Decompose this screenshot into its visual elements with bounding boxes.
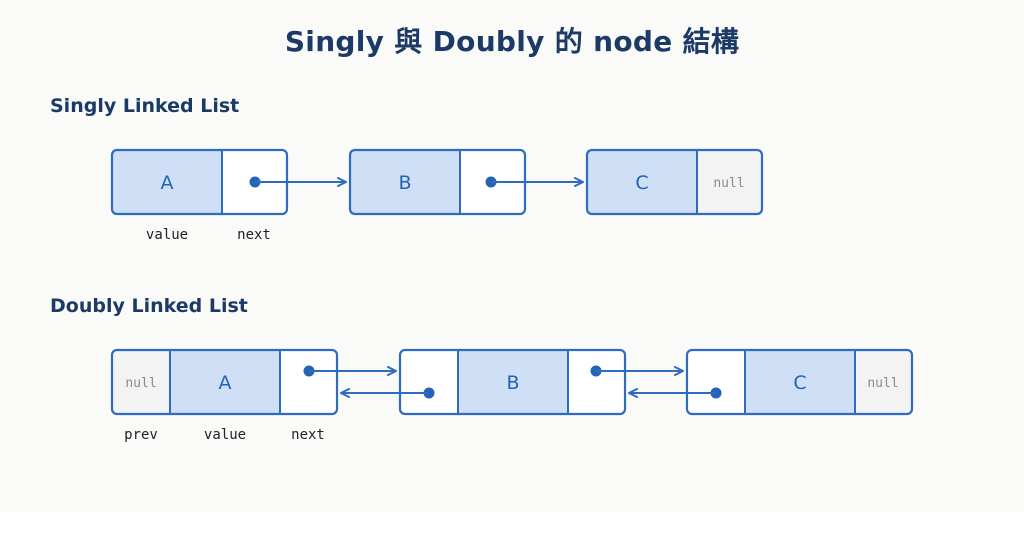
doubly-node-a-next-cell [280, 350, 337, 414]
page-title: Singly 與 Doubly 的 node 結構 [284, 25, 740, 58]
doubly-node-c: C null [685, 348, 914, 416]
singly-node-b-value: B [398, 172, 411, 194]
diagram-canvas: Singly 與 Doubly 的 node 結構 Singly Linked … [50, 25, 914, 443]
singly-node-b-value-cell [350, 150, 460, 214]
singly-node-c-next-cell [697, 150, 762, 214]
doubly-node-b-value-cell [458, 350, 568, 414]
doubly-next-field-label: next [291, 427, 325, 443]
singly-node-a-value: A [161, 172, 174, 194]
doubly-heading: Doubly Linked List [50, 295, 248, 317]
doubly-node-c-null: null [867, 376, 898, 391]
singly-node-c-null: null [713, 176, 744, 191]
doubly-node-a-value-cell [170, 350, 280, 414]
doubly-node-c-value: C [793, 372, 806, 394]
doubly-node-b-value: B [506, 372, 519, 394]
doubly-node-a: null A [110, 348, 339, 416]
singly-node-c-value-cell [587, 150, 697, 214]
doubly-node-b-prev-cell [400, 350, 458, 414]
singly-node-a-value-cell [112, 150, 222, 214]
singly-node-c-value: C [635, 172, 648, 194]
singly-heading: Singly Linked List [50, 95, 240, 117]
singly-next-field-label: next [237, 227, 271, 243]
singly-node-c: C null [585, 148, 764, 216]
doubly-node-c-value-cell [745, 350, 855, 414]
doubly-node-c-prev-cell [687, 350, 745, 414]
singly-value-field-label: value [146, 227, 188, 243]
doubly-node-b: B [398, 348, 627, 416]
linked-list-diagram: A B C null value next [110, 148, 914, 443]
doubly-prev-field-label: prev [124, 427, 158, 443]
doubly-node-a-null: null [125, 376, 156, 391]
doubly-node-b-next-cell [568, 350, 625, 414]
doubly-value-field-label: value [204, 427, 246, 443]
doubly-node-a-prev-cell [112, 350, 170, 414]
doubly-node-a-value: A [219, 372, 232, 394]
doubly-node-c-next-cell [855, 350, 912, 414]
